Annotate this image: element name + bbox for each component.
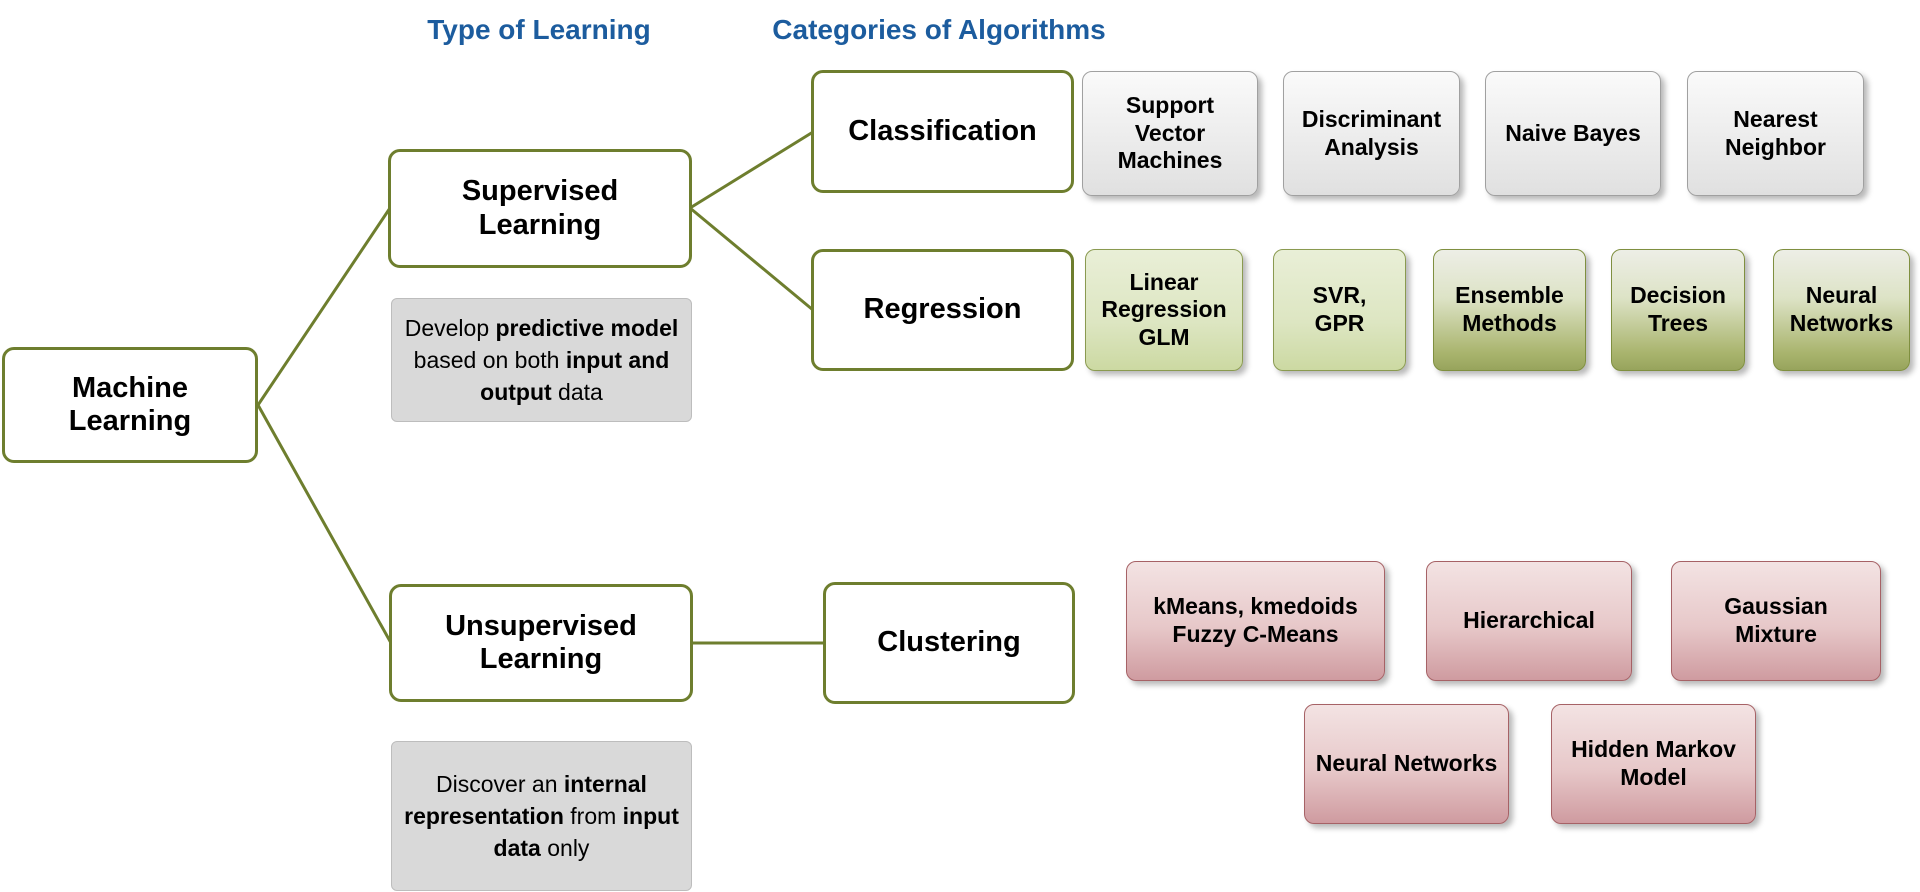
- algo-support-vector-machines: Support Vector Machines: [1082, 71, 1258, 196]
- note-segment: only: [540, 835, 590, 862]
- connector-supervised-regression: [688, 206, 815, 312]
- algo-neural-networks-regression: Neural Networks: [1773, 249, 1910, 371]
- algo-naive-bayes: Naive Bayes: [1485, 71, 1661, 196]
- note-segment: from: [563, 802, 623, 829]
- column-header-type-of-learning: Type of Learning: [427, 14, 651, 45]
- connector-ml-unsupervised: [256, 403, 393, 645]
- node-machine-learning: Machine Learning: [2, 347, 258, 463]
- algo-neural-networks-clustering: Neural Networks: [1304, 704, 1509, 824]
- algo-hidden-markov-model: Hidden Markov Model: [1551, 704, 1756, 824]
- supervised-description-note: Develop predictive model based on both i…: [391, 298, 692, 422]
- note-segment: Discover an: [436, 770, 564, 797]
- note-segment: Develop: [404, 314, 496, 341]
- connector-supervised-classification: [688, 130, 815, 210]
- algo-ensemble-methods: Ensemble Methods: [1433, 249, 1586, 371]
- note-segment-bold: input data: [493, 802, 679, 862]
- column-header-categories-of-algorithms: Categories of Algorithms: [772, 14, 1106, 45]
- unsupervised-description-text: Discover an internal representation from…: [402, 768, 681, 865]
- node-supervised-learning: Supervised Learning: [388, 149, 692, 268]
- algo-linear-regression-glm: Linear Regression GLM: [1085, 249, 1243, 371]
- note-segment: based on both: [413, 346, 566, 373]
- algo-hierarchical: Hierarchical: [1426, 561, 1632, 681]
- note-segment-bold: predictive model: [495, 314, 679, 341]
- node-classification: Classification: [811, 70, 1074, 193]
- algo-discriminant-analysis: Discriminant Analysis: [1283, 71, 1460, 196]
- algo-decision-trees: Decision Trees: [1611, 249, 1745, 371]
- note-segment: data: [551, 379, 603, 406]
- algo-svr-gpr: SVR, GPR: [1273, 249, 1406, 371]
- node-regression: Regression: [811, 249, 1074, 371]
- algo-nearest-neighbor: Nearest Neighbor: [1687, 71, 1864, 196]
- note-segment-bold: input and output: [480, 346, 670, 406]
- unsupervised-description-note: Discover an internal representation from…: [391, 741, 692, 891]
- connector-ml-supervised: [256, 206, 392, 407]
- algo-kmeans-kmedoids-fuzzy-cmeans: kMeans, kmedoids Fuzzy C-Means: [1126, 561, 1385, 681]
- node-unsupervised-learning: Unsupervised Learning: [389, 584, 693, 702]
- supervised-description-text: Develop predictive model based on both i…: [402, 312, 681, 409]
- node-clustering: Clustering: [823, 582, 1075, 704]
- note-segment-bold: internal representation: [404, 770, 647, 829]
- algo-gaussian-mixture: Gaussian Mixture: [1671, 561, 1881, 681]
